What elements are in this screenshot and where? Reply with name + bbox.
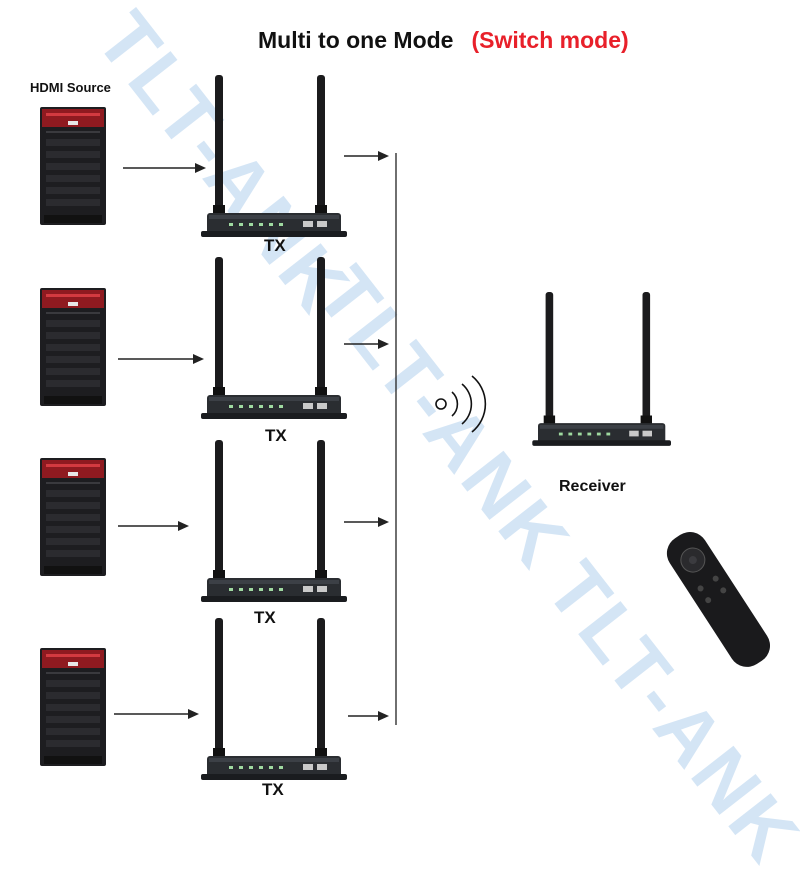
tx-label-4: TX — [262, 780, 284, 799]
computer-tower-icon-4 — [40, 648, 106, 766]
diagram-title: Multi to one Mode (Switch mode) — [258, 27, 629, 54]
tx-label-3: TX — [254, 608, 276, 627]
diagram-scene — [40, 75, 771, 780]
receiver-label: Receiver — [559, 478, 626, 495]
computer-tower-icon-2 — [40, 288, 106, 406]
computer-tower-icon-3 — [40, 458, 106, 576]
wireless-signal-icon — [435, 375, 487, 433]
hdmi-source-label: HDMI Source — [30, 80, 111, 95]
wireless-transmitter-icon-2 — [201, 257, 347, 419]
wireless-transmitter-icon-3 — [201, 440, 347, 602]
tx-label-1: TX — [264, 236, 286, 255]
wireless-transmitter-icon-1 — [201, 75, 347, 237]
tx-label-2: TX — [265, 426, 287, 445]
title-main: Multi to one Mode — [258, 27, 454, 53]
wireless-receiver-icon — [532, 292, 671, 446]
title-mode: (Switch mode) — [471, 27, 629, 53]
computer-tower-icon-1 — [40, 107, 106, 225]
remote-control-icon — [666, 532, 771, 667]
wireless-transmitter-icon-4 — [201, 618, 347, 780]
